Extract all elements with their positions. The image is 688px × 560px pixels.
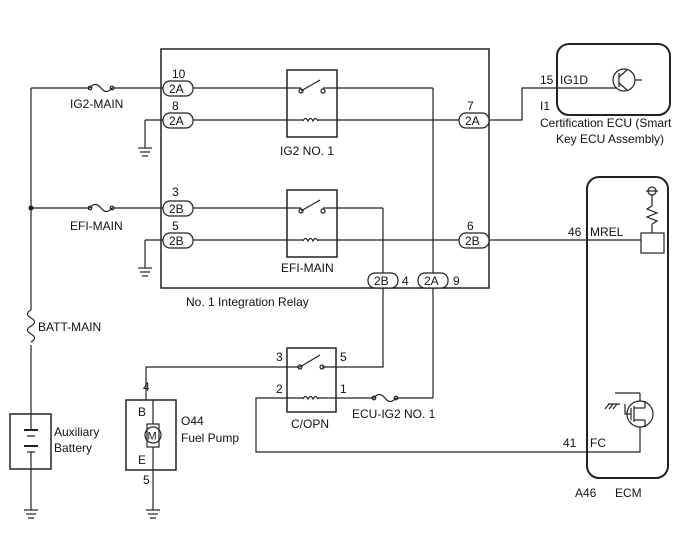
ig2-ground-icon: [138, 119, 163, 157]
fuel-pump-pin-4: 4: [143, 380, 150, 394]
cert-ecu-box: [556, 43, 671, 116]
efi-relay-label: EFI-MAIN: [281, 261, 334, 275]
battery-ground-icon: [24, 469, 38, 519]
integration-relay-box: [160, 48, 490, 289]
pin-5-label: 5: [172, 219, 179, 233]
pin-9-label: 9: [453, 274, 460, 288]
ecm-box: [586, 176, 669, 479]
copn-pin-2-label: 2: [276, 382, 283, 396]
connector-2b-pin4-label: 2B: [374, 274, 389, 288]
copn-relay-switch-icon: [297, 354, 325, 370]
connector-2b-pin3-label: 2B: [169, 202, 184, 216]
copn-pin-3-label: 3: [276, 350, 283, 364]
batt-main-fuse-label: BATT-MAIN: [38, 320, 101, 334]
batt-main-fuse: [26, 309, 36, 343]
mrel-pin-label: 46: [568, 225, 582, 239]
ig2-relay-label: IG2 NO. 1: [280, 144, 334, 158]
efi-main-fuse-label: EFI-MAIN: [70, 219, 123, 233]
fuel-pump-code: O44: [181, 414, 204, 428]
fuel-pump-pin-5: 5: [143, 473, 150, 487]
connector-2b-pin6-label: 2B: [465, 234, 480, 248]
ig2-relay-box: [286, 69, 338, 138]
ig1d-name-label: IG1D: [560, 73, 588, 87]
ecm-mrel-circuit: [640, 186, 665, 254]
efi-relay-switch-icon: [298, 199, 326, 214]
mrel-name-label: MREL: [590, 225, 624, 239]
ig1d-pin-label: 15: [540, 73, 554, 87]
copn-relay-label: C/OPN: [291, 417, 329, 431]
copn-relay-coil-icon: [302, 395, 319, 401]
efi-main-fuse: [87, 203, 115, 213]
efi-ground-icon: [138, 239, 163, 277]
battery-label-line1: Auxiliary: [54, 425, 99, 439]
ecu-ig2-fuse-label: ECU-IG2 NO. 1: [352, 407, 436, 421]
connector-2a-pin9-label: 2A: [424, 274, 439, 288]
ig2-relay-switch-icon: [298, 79, 326, 94]
connector-2a-pin7-label: 2A: [465, 114, 480, 128]
pin-4-label: 4: [402, 274, 409, 288]
cert-ecu-label-line1: Certification ECU (Smart: [540, 116, 672, 130]
pin-8-label: 8: [172, 99, 179, 113]
ig2-relay-coil-icon: [302, 117, 319, 123]
fc-pin-label: 41: [563, 436, 577, 450]
ecm-code: A46: [575, 486, 597, 500]
main-supply-bus: [28, 87, 165, 414]
connector-2b-pin5-label: 2B: [169, 234, 184, 248]
ecm-label: ECM: [615, 486, 642, 500]
fuel-pump-box: [125, 399, 177, 471]
ig2-main-fuse-label: IG2-MAIN: [70, 97, 123, 111]
fuel-pump-motor-label: M: [148, 431, 157, 443]
fuel-pump-pin-e: E: [138, 453, 146, 467]
ig2-main-fuse: [87, 83, 115, 93]
cert-ecu-label-line2: Key ECU Assembly): [556, 132, 664, 146]
efi-relay-box: [286, 189, 338, 258]
connector-2a-pin8-label: 2A: [169, 114, 184, 128]
pin-10-label: 10: [172, 67, 186, 81]
fc-name-label: FC: [590, 436, 606, 450]
battery-label-line2: Battery: [54, 441, 92, 455]
fuel-pump-label: Fuel Pump: [181, 431, 239, 445]
copn-pin-5-label: 5: [340, 350, 347, 364]
cert-ecu-code: I1: [540, 99, 550, 113]
connector-2a-pin10-label: 2A: [169, 82, 184, 96]
pin-3-label: 3: [172, 185, 179, 199]
pin-6-label: 6: [467, 219, 474, 233]
pin-7-label: 7: [467, 99, 474, 113]
transistor-icon: [612, 68, 642, 92]
integration-relay-label: No. 1 Integration Relay: [186, 295, 309, 309]
fuel-pump-ground-icon: [146, 470, 160, 519]
battery-icon: [24, 414, 38, 469]
ecu-ig2-fuse: [371, 393, 399, 403]
ecm-fet-icon: [587, 392, 654, 453]
copn-pin-1-label: 1: [340, 382, 347, 396]
fuel-pump-pin-b: B: [138, 405, 146, 419]
efi-relay-coil-icon: [302, 237, 319, 243]
copn-relay-box: [286, 347, 337, 413]
fuel-pump-motor-icon: [146, 423, 160, 448]
